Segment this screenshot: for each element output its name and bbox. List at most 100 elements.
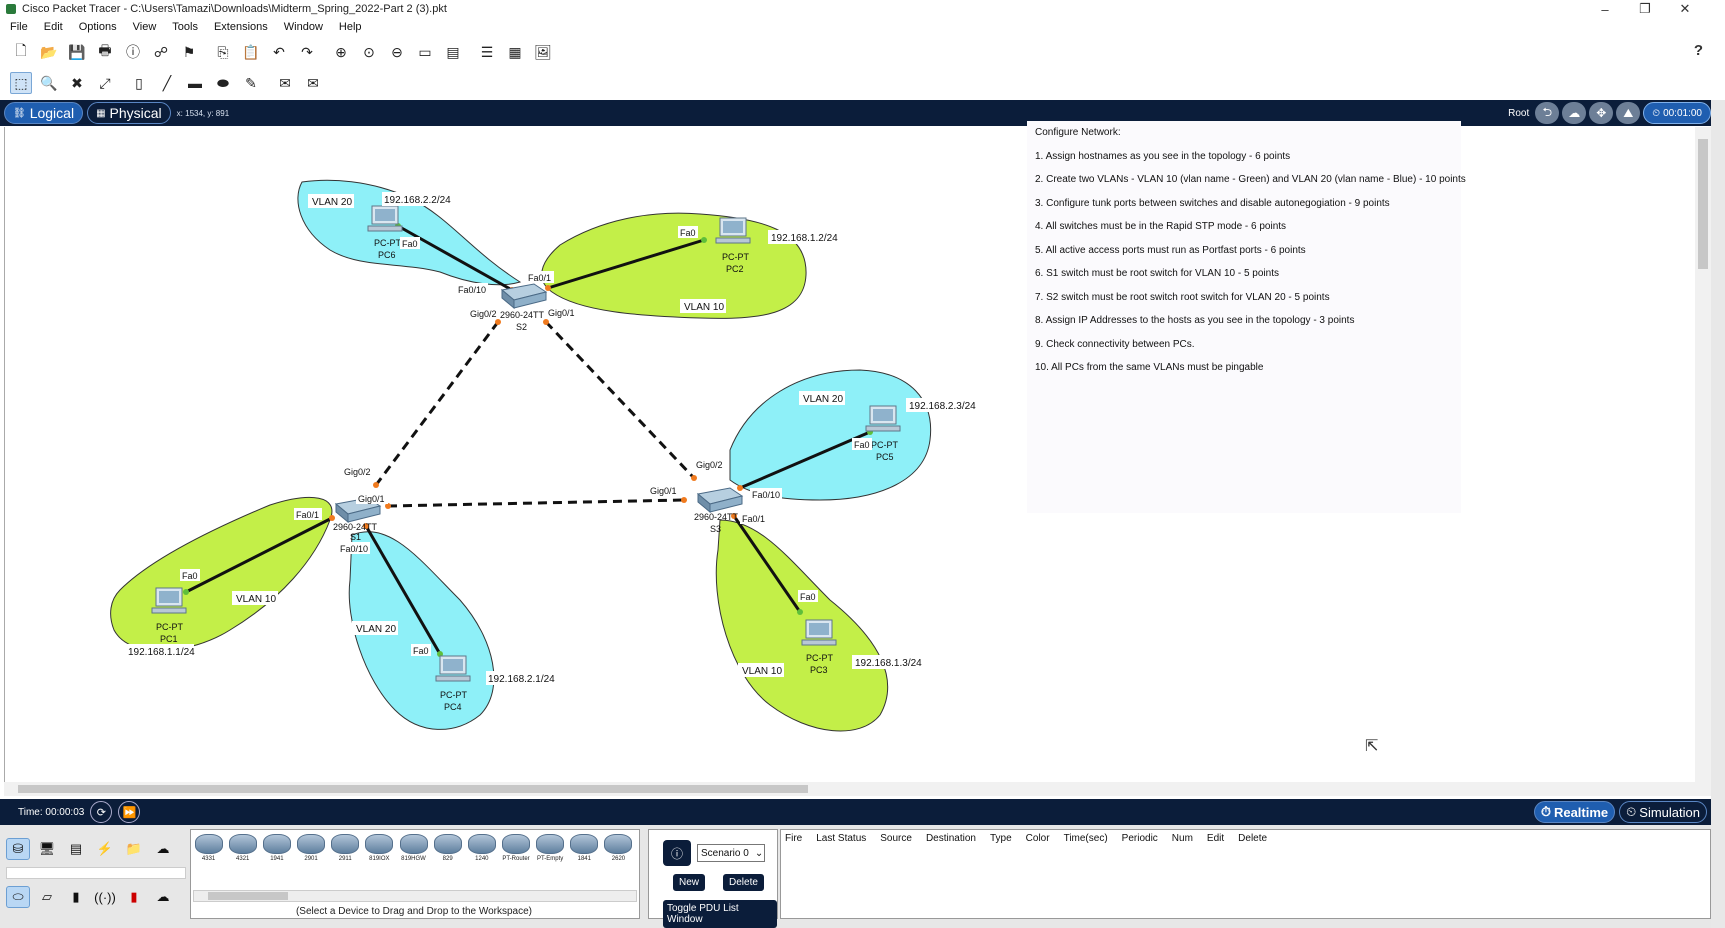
model-router[interactable]: 819HGW [398,834,429,862]
menu-extensions[interactable]: Extensions [213,21,268,33]
column-header: Color [1025,833,1050,844]
model-router[interactable]: 1841 [569,834,600,862]
image-icon[interactable]: 🖼 [534,43,552,60]
model-router[interactable]: 819IOX [364,834,395,862]
menu-edit[interactable]: Edit [43,21,63,33]
model-router[interactable]: PT-Router [500,834,531,862]
instruction-note[interactable]: Configure Network: 1. Assign hostnames a… [1027,121,1466,513]
paste-icon[interactable]: 📋 [242,43,260,60]
resize-tool-icon[interactable]: ⤢ [99,74,111,91]
model-router[interactable]: 829 [432,834,463,862]
scenario-select[interactable]: Scenario 0 ⌄ [697,844,765,862]
model-router[interactable]: 2911 [330,834,361,862]
multiuser-icon[interactable]: ☁ [156,841,170,856]
draw-ellipse-icon[interactable]: ⬬ [217,74,229,91]
print-icon[interactable]: 🖶 [98,42,112,58]
draw-rectangle-icon[interactable]: ▬ [188,75,202,91]
draw-line-icon[interactable]: ╱ [162,74,172,91]
workspace-horizontal-scrollbar[interactable] [4,782,1711,796]
end-devices-icon[interactable]: 🖥 [38,841,56,856]
inspect-tool-icon[interactable]: 🔍 [40,74,58,91]
wan-emulation-icon[interactable]: ☁ [156,889,170,904]
security-icon[interactable]: ▮ [130,889,138,904]
components-icon[interactable]: ▤ [69,841,83,856]
minimize-button[interactable]: – [1601,1,1609,17]
save-icon[interactable]: 💾 [68,43,86,60]
scenario-info-icon[interactable]: ⓘ [663,840,691,866]
zoom-out-icon[interactable]: ⊖ [391,43,403,60]
close-button[interactable]: ✕ [1679,1,1691,16]
power-cycle-icon[interactable]: ⟳ [90,801,113,823]
maximize-button[interactable]: ❐ [1639,1,1651,16]
copy-icon[interactable]: ⎘ [217,43,229,60]
realtime-icon: ⏱ [1540,804,1551,819]
clock-value: 00:01:00 [1663,107,1702,119]
model-router[interactable]: 4331 [193,834,224,862]
toggle-pdu-list-button[interactable]: Toggle PDU List Window [663,900,777,928]
physical-tab[interactable]: ▦ Physical [87,102,171,124]
model-scroll-thumb[interactable] [208,892,288,900]
network-devices-icon[interactable]: ⛁ [6,838,30,860]
complex-pdu-icon[interactable]: ✉ [307,74,319,91]
activity-wizard-icon[interactable]: ⚑ [182,43,196,60]
delete-scenario-button[interactable]: Delete [723,874,764,891]
background-image-icon[interactable]: ⛰ [1616,102,1641,124]
new-scenario-button[interactable]: New [673,874,706,891]
router-icon [433,834,462,854]
simple-pdu-icon[interactable]: ✉ [279,74,291,91]
menu-options[interactable]: Options [78,21,117,33]
wireless-icon[interactable]: ((·)) [94,889,116,905]
model-router[interactable]: 2901 [295,834,326,862]
device-dialog-icon[interactable]: ▦ [508,43,522,60]
model-list-scrollbar[interactable] [193,890,637,902]
help-icon[interactable]: ? [1693,42,1703,59]
info-icon[interactable]: ⓘ [126,44,140,60]
note-tool-icon[interactable]: ▯ [135,74,143,91]
zoom-in-icon[interactable]: ⊕ [335,43,347,60]
vertical-scroll-thumb[interactable] [1698,139,1708,269]
open-folder-icon[interactable]: 📂 [40,43,58,60]
logical-tab[interactable]: ⛓ Logical [4,102,84,124]
model-router[interactable]: 1240 [466,834,497,862]
simulation-tab[interactable]: ⏲ Simulation [1619,801,1707,823]
model-router[interactable]: 4321 [227,834,258,862]
category-search[interactable] [6,867,186,879]
workspace-vertical-scrollbar[interactable] [1695,127,1711,782]
model-label: 829 [442,856,453,862]
misc-icon[interactable]: 📁 [125,841,143,856]
horizontal-scroll-thumb[interactable] [18,785,808,793]
undo-icon[interactable]: ↶ [273,43,285,60]
custom-device-icon[interactable]: ▤ [446,43,460,60]
fast-forward-icon[interactable]: ⏩ [118,801,141,823]
menu-window[interactable]: Window [283,21,323,33]
realtime-tab[interactable]: ⏱ Realtime [1533,801,1616,823]
menu-tools[interactable]: Tools [172,21,198,33]
zoom-reset-icon[interactable]: ⊙ [363,43,375,60]
menu-view[interactable]: View [132,21,157,33]
drawing-palette-icon[interactable]: ▭ [418,43,432,60]
menu-help[interactable]: Help [338,21,362,33]
switches-icon[interactable]: ▱ [42,889,52,904]
network-info-icon[interactable]: ☍ [153,43,169,60]
router-icon [331,834,360,854]
cluster-icon[interactable]: ☁ [1562,102,1587,124]
model-router[interactable]: 2620 [603,834,634,862]
redo-icon[interactable]: ↷ [301,43,313,60]
menu-file[interactable]: File [10,21,28,33]
model-router[interactable]: 1941 [261,834,292,862]
delete-tool-icon[interactable]: ✖ [71,74,83,91]
simulation-label: Simulation [1639,804,1700,820]
select-tool-icon[interactable]: ⬚ [10,72,32,94]
text-file-icon[interactable]: ☰ [480,43,494,60]
move-object-icon[interactable]: ✥ [1589,102,1614,124]
window-title: Cisco Packet Tracer - C:\Users\Tamazi\Do… [22,3,447,15]
back-icon[interactable]: ⮌ [1535,102,1560,124]
routers-icon[interactable]: ⬭ [6,886,30,908]
connections-icon[interactable]: ⚡ [96,841,114,856]
new-file-icon[interactable]: 🗋 [15,42,27,58]
viewport-clock[interactable]: ⏲ 00:01:00 [1643,102,1711,124]
router-icon [228,834,257,854]
model-router[interactable]: PT-Empty [535,834,566,862]
freeform-icon[interactable]: ✎ [245,74,257,91]
hubs-icon[interactable]: ▮ [72,889,80,904]
